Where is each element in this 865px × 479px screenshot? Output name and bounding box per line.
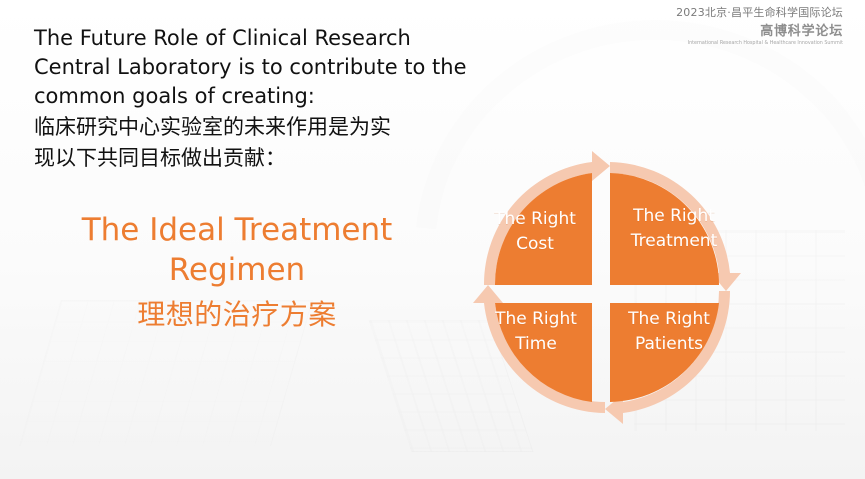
quadrant-label-top-right: The Right Treatment <box>614 204 734 254</box>
quadrant-label-bottom-right-line-1: The Right <box>609 307 729 332</box>
intro-cn-line-2: 现以下共同目标做出贡献： <box>34 144 489 173</box>
quadrant-label-top-left: The Right Cost <box>475 207 595 257</box>
ideal-treatment-block: The Ideal Treatment Regimen 理想的治疗方案 <box>72 210 402 334</box>
quadrant-label-bottom-left-line-2: Time <box>476 332 596 357</box>
cycle-diagram <box>432 115 782 460</box>
quadrant-label-bottom-right-line-2: Patients <box>609 332 729 357</box>
quadrant-label-top-left-line-2: Cost <box>475 232 595 257</box>
ideal-treatment-line-1: The Ideal Treatment <box>72 210 402 250</box>
event-title: 2023北京·昌平生命科学国际论坛 <box>668 7 843 19</box>
ideal-treatment-line-2: Regimen <box>72 250 402 290</box>
forum-name: 高博科学论坛 <box>668 24 843 39</box>
quadrant-label-bottom-right: The Right Patients <box>609 307 729 357</box>
event-branding: 2023北京·昌平生命科学国际论坛 高博科学论坛 International R… <box>668 7 843 46</box>
quadrant-label-top-right-line-1: The Right <box>614 204 734 229</box>
event-tagline: International Research Hospital & Health… <box>668 41 843 46</box>
intro-text-block: The Future Role of Clinical Research Cen… <box>34 24 489 173</box>
intro-cn-line-1: 临床研究中心实验室的未来作用是为实 <box>34 113 489 142</box>
quadrant-label-top-left-line-1: The Right <box>475 207 595 232</box>
ideal-treatment-cn: 理想的治疗方案 <box>72 296 402 334</box>
quadrant-label-bottom-left: The Right Time <box>476 307 596 357</box>
ring-arrows <box>473 151 741 424</box>
intro-en-line-3: common goals of creating: <box>34 82 489 111</box>
intro-en-line-2: Central Laboratory is to contribute to t… <box>34 53 489 82</box>
quadrant-label-top-right-line-2: Treatment <box>614 229 734 254</box>
quadrant-label-bottom-left-line-1: The Right <box>476 307 596 332</box>
intro-en-line-1: The Future Role of Clinical Research <box>34 24 489 53</box>
right-treatment-cycle: The Right Cost The Right Treatment The R… <box>432 115 782 460</box>
